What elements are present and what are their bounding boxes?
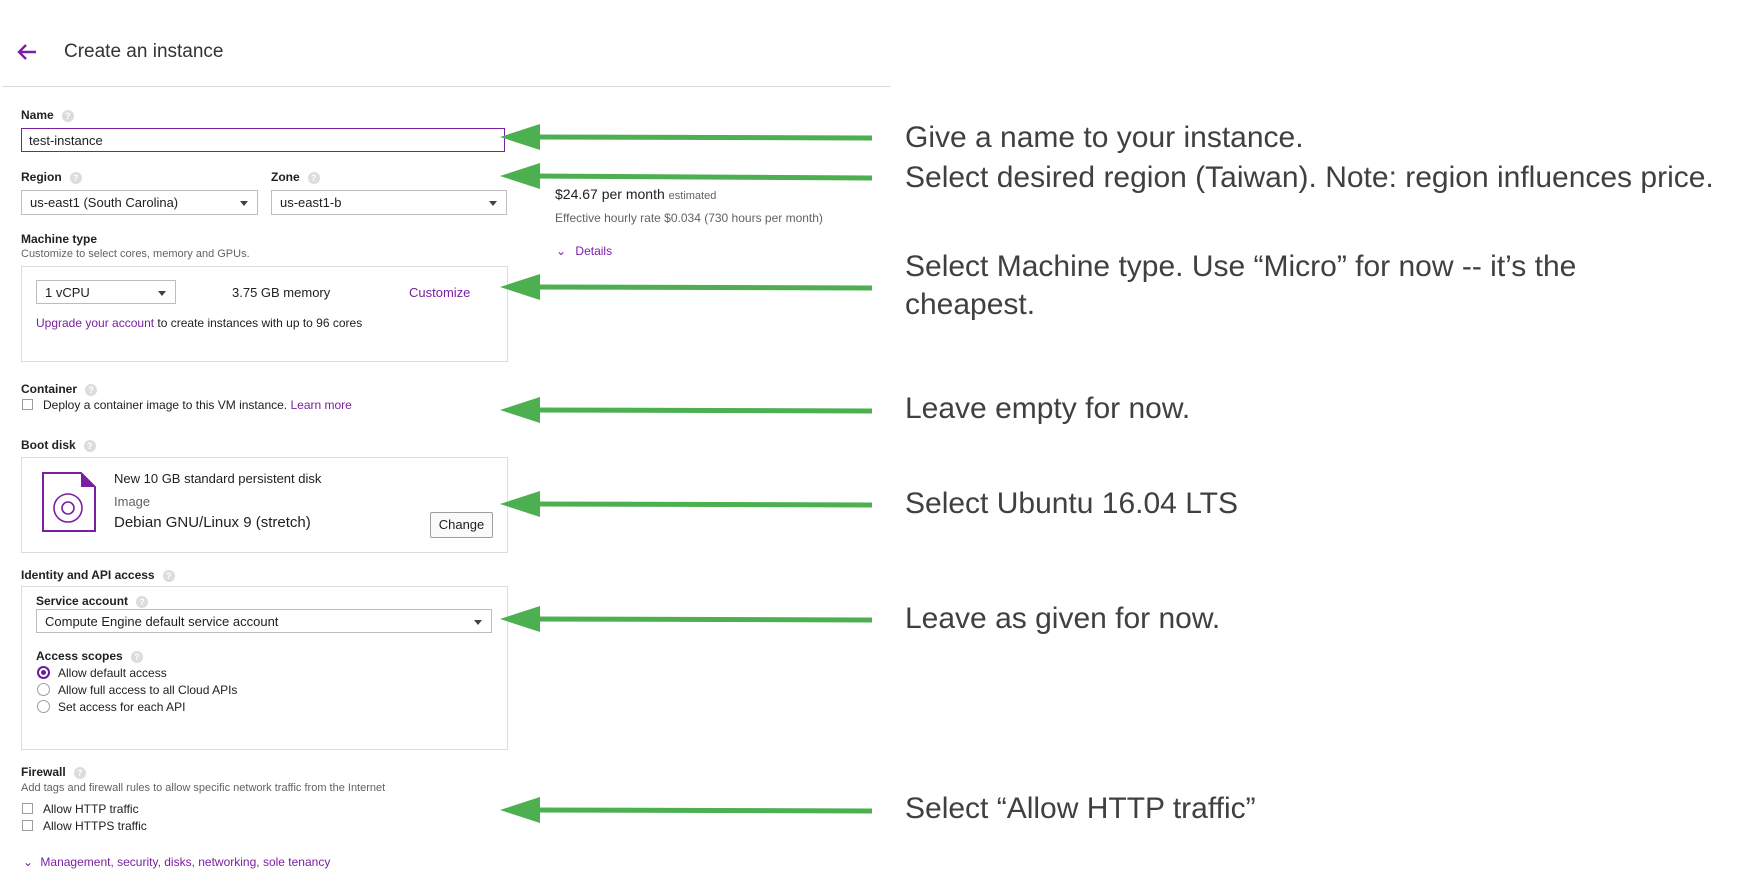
boot-disk-panel [21, 457, 508, 553]
change-button[interactable]: Change [430, 512, 493, 538]
https-checkbox[interactable] [22, 820, 33, 831]
firewall-label: Firewall? [21, 765, 86, 779]
arrow-head-region [500, 163, 540, 189]
region-value: us-east1 (South Carolina) [30, 195, 179, 210]
arrow-firewall [529, 807, 873, 814]
memory-value: 3.75 GB memory [232, 285, 331, 300]
scope-label-full: Allow full access to all Cloud APIs [58, 683, 238, 697]
monthly-price: $24.67 per month estimated [555, 186, 716, 202]
scope-radio-full[interactable] [37, 683, 50, 696]
identity-label: Identity and API access? [21, 568, 175, 582]
name-input[interactable] [21, 128, 505, 152]
container-checkbox[interactable] [22, 399, 33, 410]
arrow-head-firewall [500, 797, 540, 823]
arrow-container [529, 407, 873, 414]
name-label: Name? [21, 108, 74, 122]
service-account-value: Compute Engine default service account [45, 614, 279, 629]
chevron-down-icon [489, 201, 497, 206]
learn-more-link[interactable]: Learn more [290, 398, 352, 412]
help-icon[interactable]: ? [83, 439, 96, 452]
hourly-rate: Effective hourly rate $0.034 (730 hours … [555, 211, 823, 225]
machine-type-label: Machine type [21, 232, 98, 246]
boot-disk-title: New 10 GB standard persistent disk [114, 471, 322, 486]
arrow-identity [529, 616, 873, 623]
annotation-firewall: Select “Allow HTTP traffic” [905, 792, 1256, 825]
arrow-head-name [500, 124, 540, 150]
annotation-machine: Select Machine type. Use “Micro” for now… [905, 250, 1577, 321]
access-scopes-label: Access scopes? [36, 649, 143, 663]
container-label: Container? [21, 382, 98, 396]
help-icon[interactable]: ? [130, 650, 143, 663]
region-label: Region? [21, 170, 82, 184]
management-link[interactable]: Management, security, disks, networking,… [40, 855, 331, 869]
annotation-region: Select desired region (Taiwan). Note: re… [905, 161, 1714, 194]
header-divider [2, 86, 890, 87]
annotation-name: Give a name to your instance. [905, 121, 1304, 154]
http-label: Allow HTTP traffic [43, 802, 139, 816]
arrow-machine [529, 284, 873, 291]
upgrade-text: Upgrade your account to create instances… [36, 316, 362, 330]
annotation-boot: Select Ubuntu 16.04 LTS [905, 487, 1238, 520]
http-checkbox[interactable] [22, 803, 33, 814]
details-link[interactable]: Details [575, 244, 613, 258]
disk-image-icon [42, 472, 96, 532]
chevron-double-down-icon: ⌄ [23, 855, 34, 869]
arrow-boot [529, 501, 873, 508]
help-icon[interactable]: ? [307, 171, 320, 184]
annotation-container: Leave empty for now. [905, 392, 1191, 425]
arrow-head-container [500, 397, 540, 423]
help-icon[interactable]: ? [73, 766, 86, 779]
help-icon[interactable]: ? [162, 569, 175, 582]
page-title: Create an instance [64, 41, 224, 62]
zone-label: Zone? [271, 170, 320, 184]
zone-select[interactable]: us-east1-b [271, 190, 507, 215]
boot-disk-label: Boot disk? [21, 438, 96, 452]
chevron-down-icon [474, 620, 482, 625]
customize-link[interactable]: Customize [409, 285, 471, 300]
https-label: Allow HTTPS traffic [43, 819, 147, 833]
scope-radio-default[interactable] [37, 666, 50, 679]
zone-value: us-east1-b [280, 195, 342, 210]
help-icon[interactable]: ? [69, 171, 82, 184]
service-account-select[interactable]: Compute Engine default service account [36, 609, 492, 633]
chevron-down-icon [240, 201, 248, 206]
container-text: Deploy a container image to this VM inst… [43, 398, 352, 412]
back-arrow-icon[interactable] [14, 40, 40, 64]
estimated-tag: estimated [668, 190, 717, 202]
service-account-label: Service account? [36, 594, 149, 608]
scope-label-each: Set access for each API [58, 700, 186, 714]
arrow-region [529, 173, 873, 181]
image-value: Debian GNU/Linux 9 (stretch) [114, 514, 311, 531]
machine-type-help: Customize to select cores, memory and GP… [21, 248, 250, 260]
firewall-help: Add tags and firewall rules to allow spe… [21, 782, 386, 794]
help-icon[interactable]: ? [136, 595, 149, 608]
arrow-name [529, 134, 873, 141]
details-toggle[interactable]: ⌄ Details [556, 244, 612, 258]
scope-label-default: Allow default access [58, 666, 167, 680]
annotation-identity: Leave as given for now. [905, 602, 1221, 635]
scope-radio-each[interactable] [37, 700, 50, 713]
vcpu-value: 1 vCPU [45, 285, 90, 300]
vcpu-select[interactable]: 1 vCPU [36, 280, 176, 304]
upgrade-rest-text: to create instances with up to 96 cores [154, 316, 363, 330]
chevron-down-icon [158, 291, 166, 296]
help-icon[interactable]: ? [61, 109, 74, 122]
management-toggle[interactable]: ⌄ Management, security, disks, networkin… [23, 855, 330, 869]
help-icon[interactable]: ? [85, 383, 98, 396]
region-select[interactable]: us-east1 (South Carolina) [21, 190, 258, 215]
monthly-price-value: $24.67 per month [555, 186, 665, 202]
chevron-double-down-icon: ⌄ [556, 244, 567, 258]
container-desc: Deploy a container image to this VM inst… [43, 398, 288, 412]
upgrade-account-link[interactable]: Upgrade your account [36, 316, 155, 330]
image-label: Image [114, 494, 151, 509]
